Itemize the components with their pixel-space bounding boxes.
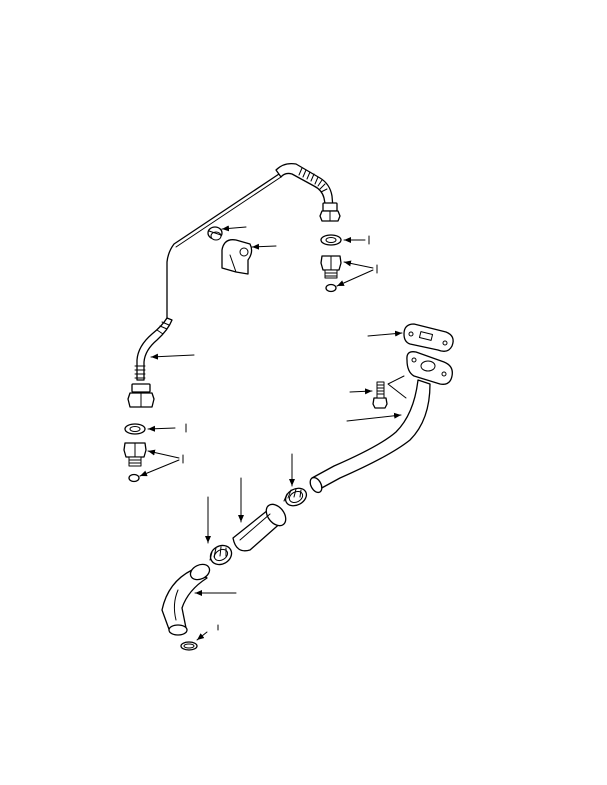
leader-gasket: [367, 330, 403, 337]
sealing-washer-upper: [320, 234, 342, 246]
leader-o-ring-elbow: [196, 631, 208, 641]
leader-adaptor-upper: [343, 260, 374, 269]
spring-sleeve-lower: [134, 321, 170, 379]
callout-ticks: [182, 235, 378, 631]
sealing-washer-lower: [124, 423, 146, 435]
hose-clip-upper: [283, 487, 308, 507]
pipe-union-upper: [319, 202, 341, 222]
hose-clip-lower: [209, 544, 233, 566]
o-ring-upper: [325, 283, 337, 293]
clip-bolt: [207, 226, 223, 241]
leader-pipe-clip: [251, 243, 277, 250]
pipe-union-lower: [127, 383, 155, 408]
o-ring-elbow: [180, 641, 198, 651]
leader-adaptor-lower: [147, 449, 180, 459]
leader-drain-pipe: [346, 412, 402, 422]
leader-clip-bolt: [221, 225, 247, 232]
adaptor-lower: [123, 442, 147, 467]
drain-pipe: [309, 351, 453, 494]
leader-lines: [139, 225, 403, 641]
adaptor-upper: [320, 255, 342, 279]
pipe-clip: [221, 239, 253, 275]
leader-flange-bolt: [349, 388, 373, 395]
leader-washer-lower: [147, 425, 176, 432]
leader-o-ring-upper: [336, 269, 374, 287]
spring-sleeve-upper: [298, 167, 328, 193]
gasket: [403, 323, 454, 352]
leader-o-ring-lower: [139, 459, 180, 477]
elbow-pipe: [161, 563, 211, 636]
flange-bolt: [372, 381, 388, 409]
drain-hose: [232, 503, 287, 552]
o-ring-lower: [128, 473, 140, 483]
leader-feed-pipe: [150, 353, 195, 360]
